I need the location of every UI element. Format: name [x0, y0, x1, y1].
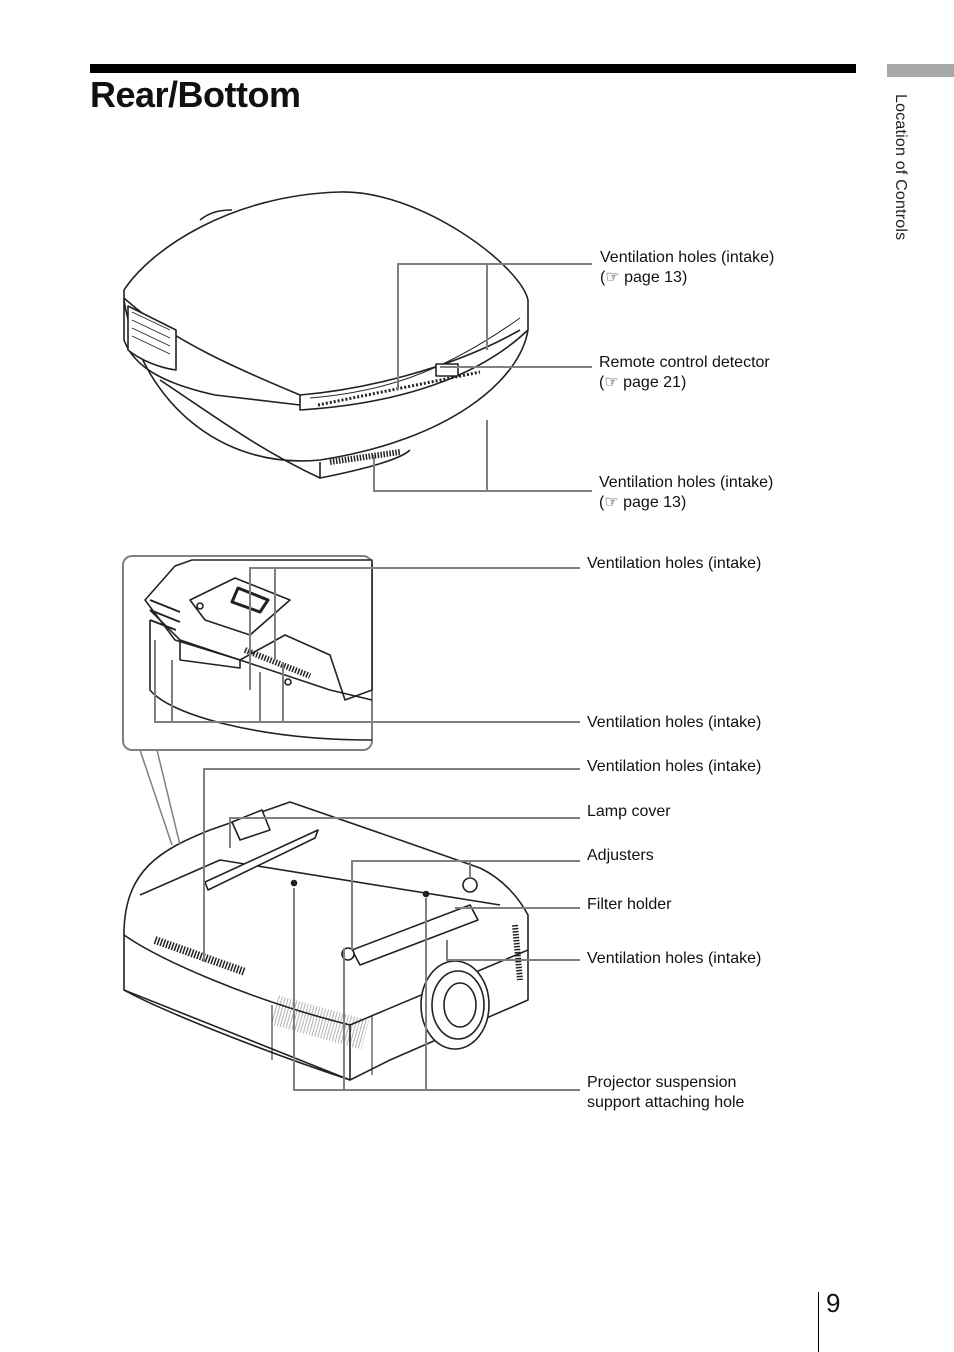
section-label: Location of Controls [892, 94, 909, 241]
callout-ventilation-bottom-1: Ventilation holes (intake) [587, 758, 762, 775]
callout-ventilation-inset-2: Ventilation holes (intake) [587, 714, 762, 731]
section-tab [887, 64, 954, 77]
callout-ventilation-top-2: Ventilation holes (intake) (☞ page 13) [599, 473, 773, 513]
rear-view-illustration [123, 191, 529, 479]
page-reference-link[interactable]: (☞ page 13) [599, 494, 687, 511]
callout-label: Ventilation holes (intake) [599, 474, 774, 491]
callout-remote-control-detector: Remote control detector (☞ page 21) [599, 353, 770, 393]
callout-ventilation-inset-1: Ventilation holes (intake) [587, 555, 762, 572]
leader-lines [139, 263, 592, 1091]
page-number-divider [818, 1292, 819, 1352]
callout-label: Ventilation holes (intake) [600, 249, 775, 266]
callout-lamp-cover: Lamp cover [587, 803, 671, 820]
page-number: 9 [826, 1288, 841, 1318]
callout-ventilation-top-1: Ventilation holes (intake) (☞ page 13) [600, 248, 774, 288]
inset-closeup-illustration [122, 555, 373, 751]
title-rule [90, 64, 856, 73]
callout-ventilation-bottom-2: Ventilation holes (intake) [587, 950, 762, 967]
page-title: Rear/Bottom [90, 74, 301, 115]
bottom-view-illustration [123, 801, 529, 1081]
page-reference-link[interactable]: (☞ page 13) [600, 269, 688, 286]
page-reference-link[interactable]: (☞ page 21) [599, 374, 687, 391]
callout-suspension-hole: Projector suspension support attaching h… [587, 1074, 745, 1111]
callout-adjusters: Adjusters [587, 847, 654, 864]
callout-filter-holder: Filter holder [587, 896, 672, 913]
callout-label: Remote control detector [599, 354, 770, 371]
